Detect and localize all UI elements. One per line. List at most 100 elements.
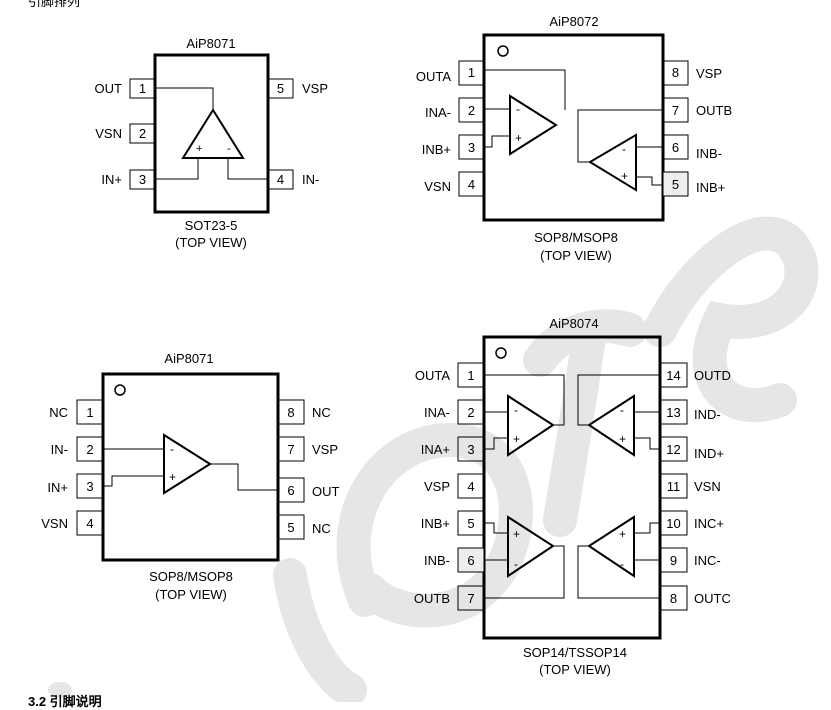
wire [577,109,663,163]
pin-7: 7 VSP [277,436,338,462]
pin-label: INB+ [696,180,725,195]
pin-5: 5 VSP [267,78,328,99]
diagram-title: AiP8071 [186,36,235,51]
pin-label: OUTA [416,69,451,84]
op-amp-b-symbol [588,133,637,192]
pin-5: 5 INB+ [662,171,725,197]
diagram-title: AiP8074 [549,316,598,331]
pin-label: INB- [424,553,450,568]
pin-label: IN+ [101,172,122,187]
pin-number: 8 [672,65,679,80]
pin-number: 5 [467,516,474,531]
pin-label: IN- [302,172,319,187]
pin-label: OUTB [696,103,732,118]
diagram-aip8071-sot23: AiP8071 1 OUT 2 VSN 3 IN+ 5 VSP 4 IN- + [95,36,328,250]
pin-label: OUT [312,484,340,499]
pin-label: INA- [425,105,451,120]
pin-label: VSP [424,479,450,494]
pin-2: 2 IN- [51,436,104,462]
pin-label: OUTB [414,591,450,606]
pin-5: 5 INB+ [421,510,485,536]
wire [227,158,268,180]
pin-label: INC+ [694,516,724,531]
wire [484,522,508,534]
pin-label: IND+ [694,446,724,461]
pin-3: 3 IN+ [47,473,104,499]
wire [634,522,660,534]
ic-body [482,335,662,640]
pin-number: 6 [287,483,294,498]
pin-number: 12 [666,442,680,457]
pin-5: 5 NC [277,514,331,540]
pin-number: 6 [467,553,474,568]
pin-number: 6 [672,140,679,155]
plus-sign: + [513,527,520,541]
op-amp-c-symbol [587,515,635,578]
view-label: (TOP VIEW) [175,235,247,250]
pin-number: 3 [468,140,475,155]
pin-9: 9 INC- [659,547,721,573]
pin-8: 8 OUTC [659,585,731,611]
pin-number: 14 [666,368,680,383]
pin-number: 4 [467,479,474,494]
pin-1: 1 OUTA [416,60,485,86]
minus-sign: - [227,143,231,155]
minus-sign: - [516,102,520,116]
wire [577,374,660,426]
wire [484,69,566,110]
plus-sign: + [196,143,202,155]
pin-number: 3 [467,442,474,457]
pin-1: 1 OUTA [415,362,485,388]
pin-14: 14 OUTD [659,362,731,388]
pin-label: NC [312,405,331,420]
pin-number: 3 [139,172,146,187]
section-heading-top: 引脚排列 [28,0,81,9]
op-amp-symbol [181,108,245,159]
pin-number: 7 [672,103,679,118]
ic-body [482,33,665,222]
pin-label: OUTD [694,368,731,383]
pin-number: 8 [287,405,294,420]
diagram-title: AiP8072 [549,14,598,29]
pin-number: 4 [86,516,93,531]
pin-label: INC- [694,553,721,568]
wire [210,463,278,491]
pin-label: NC [312,521,331,536]
pin-2: 2 VSN [95,123,156,144]
pin-8: 8 VSP [662,60,722,86]
pin-number: 5 [277,81,284,96]
diagram-aip8072-sop8: AiP8072 1 OUTA 2 INA- 3 INB+ 4 VSN 8 VSP [416,14,732,263]
plus-sign: + [513,432,520,446]
pin-1-marker [495,347,507,359]
pin-4: 4 VSN [424,171,485,197]
pin-number: 7 [287,442,294,457]
pin-number: 10 [666,516,680,531]
view-label: (TOP VIEW) [539,662,611,677]
pin-label: INB+ [421,516,450,531]
pin-label: INB- [696,146,722,161]
op-amp-symbol [163,433,212,495]
wire [155,87,214,110]
watermark-stroke [643,216,819,423]
pin-1: 1 NC [49,399,104,425]
pin-number: 11 [667,479,681,494]
op-amp-b-symbol [507,515,555,578]
pin-10: 10 INC+ [659,510,724,536]
pin-6: 6 INB- [424,547,485,573]
pin-label: INB+ [422,142,451,157]
op-amp-d-symbol [587,394,635,457]
wire [634,437,660,450]
pin-label: NC [49,405,68,420]
diagram-title: AiP8071 [164,351,213,366]
pin-number: 4 [277,172,284,187]
pin-1-marker [114,384,126,396]
minus-sign: - [622,142,626,156]
minus-sign: - [170,442,174,456]
pin-label: IND- [694,407,721,422]
pin-number: 2 [86,442,93,457]
package-label: SOP14/TSSOP14 [523,645,627,660]
pin-number: 1 [467,368,474,383]
view-label: (TOP VIEW) [540,248,612,263]
op-amp-a-symbol [507,394,555,457]
